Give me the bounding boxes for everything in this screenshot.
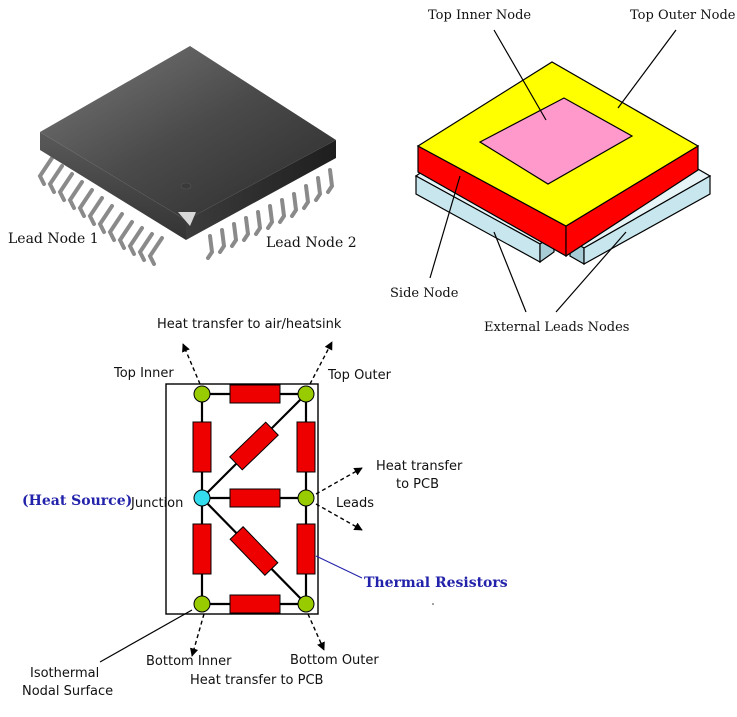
leader-thermal-resistors: [315, 555, 363, 579]
resistor-right-lower: [296, 523, 316, 575]
thermal-resistor-network: Heat transfer to air/heatsink Top Inner …: [22, 317, 508, 699]
package-3d-model: Top Inner Node Top Outer Node Side Node …: [390, 8, 736, 335]
isothermal-boundary: [165, 383, 319, 615]
leader-top-outer: [617, 29, 677, 109]
thermal-resistor-elements: [192, 384, 316, 614]
resistor-left-upper: [192, 421, 212, 473]
external-lead-right-side: [583, 174, 711, 266]
top-inner-label: Top Inner: [113, 366, 174, 381]
arrow-bottom-outer-down: [307, 613, 325, 651]
arrow-top-inner-up: [182, 343, 201, 385]
node-junction: [193, 489, 211, 507]
heat-to-pcb-right-line2: to PCB: [396, 477, 439, 492]
isothermal-label-line2: Nodal Surface: [22, 684, 113, 699]
junction-label: Junction: [130, 496, 183, 511]
leads-label: Leads: [336, 496, 374, 511]
resistor-right-upper: [296, 421, 316, 473]
stray-dot: [432, 603, 434, 605]
resistor-bottom: [229, 594, 281, 614]
leader-leads-right: [555, 231, 627, 313]
chip-pin1-dot: [180, 182, 192, 190]
top-inner-node-face: [478, 97, 634, 185]
resistor-middle: [229, 488, 281, 508]
heat-source-label: (Heat Source): [22, 493, 132, 509]
arrow-leads-up: [315, 467, 363, 495]
leader-leads-left: [493, 231, 527, 313]
node-bottom-outer: [297, 595, 315, 613]
qfp-chip-illustration: Lead Node 1 Lead Node 2: [8, 46, 357, 266]
node-leads: [297, 489, 315, 507]
leader-isothermal: [99, 609, 193, 663]
top-outer-label: Top Outer: [327, 368, 392, 383]
heat-to-pcb-bottom-label: Heat transfer to PCB: [190, 673, 323, 688]
resistor-top: [229, 384, 281, 404]
external-leads-nodes-label: External Leads Nodes: [484, 320, 629, 335]
leader-side-node: [429, 175, 461, 279]
chip-body-top: [40, 46, 336, 220]
lead-node-2-label: Lead Node 2: [266, 235, 357, 251]
arrow-bottom-inner-down: [190, 613, 205, 657]
arrow-top-outer-up: [309, 341, 333, 385]
heat-to-pcb-right-line1: Heat transfer: [376, 459, 463, 474]
side-node-label: Side Node: [390, 286, 459, 301]
bottom-inner-label: Bottom Inner: [146, 654, 232, 669]
chip-side-left: [40, 132, 186, 240]
heat-to-air-label: Heat transfer to air/heatsink: [157, 317, 342, 332]
node-top-outer: [297, 385, 315, 403]
top-outer-node-label: Top Outer Node: [630, 8, 736, 23]
node-bottom-inner: [193, 595, 211, 613]
resistor-diagonal-lower: [229, 526, 279, 576]
chip-leads-right: [206, 168, 335, 260]
lead-node-1-label: Lead Node 1: [8, 231, 99, 247]
node-top-inner: [193, 385, 211, 403]
arrow-leads-down: [315, 503, 363, 531]
bottom-outer-label: Bottom Outer: [290, 653, 379, 668]
top-inner-node-label: Top Inner Node: [428, 8, 531, 23]
isothermal-label-line1: Isothermal: [30, 666, 99, 681]
leader-top-inner: [493, 29, 547, 121]
resistor-left-lower: [192, 523, 212, 575]
resistor-diagonal-upper: [229, 421, 279, 471]
thermal-resistors-label: Thermal Resistors: [364, 575, 508, 591]
chip-side-right: [186, 140, 336, 240]
chip-leads-left: [37, 156, 164, 266]
chip-corner-bevel: [178, 212, 196, 226]
heat-flow-arrows: [182, 341, 363, 657]
